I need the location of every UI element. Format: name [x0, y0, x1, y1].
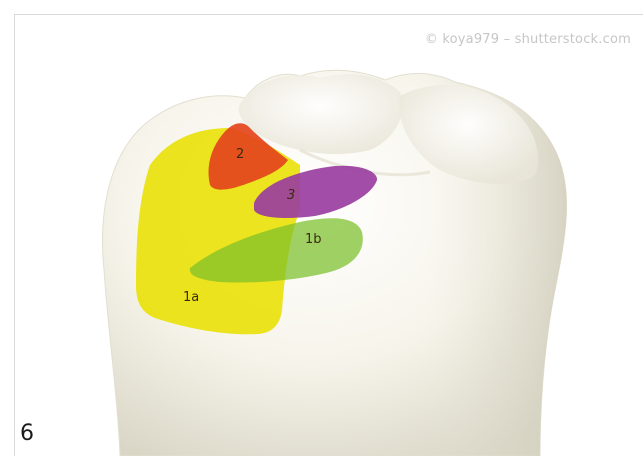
image-credit: © koya979 – shutterstock.com	[425, 32, 631, 47]
zone-1a-label: 1a	[183, 290, 199, 305]
figure-number: 6	[20, 421, 34, 446]
zone-3-label: 3	[287, 188, 295, 203]
zone-1b-label: 1b	[305, 232, 322, 247]
zone-2-label: 2	[236, 147, 244, 162]
